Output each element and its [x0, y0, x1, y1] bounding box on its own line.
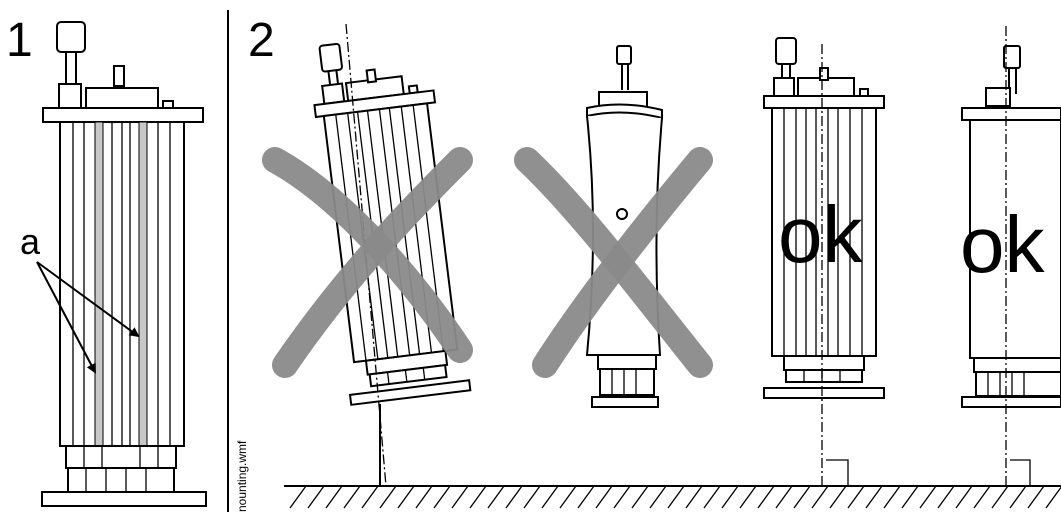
ground-hatch-line	[361, 485, 379, 509]
ground-hatch-line	[523, 485, 541, 509]
cross-mark-bent	[514, 147, 713, 378]
file-name-label: nounting.wmf	[235, 440, 249, 512]
ground-hatch-line	[1009, 485, 1027, 509]
ground-hatch-line	[451, 485, 469, 509]
ground-hatch-line	[397, 485, 415, 509]
ground-hatch-line	[847, 485, 865, 509]
ground-hatch-line	[577, 485, 595, 509]
panel-1-label: 1	[6, 14, 33, 67]
correct-cartridge-sleeve	[961, 45, 1061, 408]
ground-hatch-line	[505, 485, 523, 509]
cross-mark-tilted	[262, 147, 473, 378]
ground-hatch-line	[307, 485, 325, 509]
ground-hatch-line	[901, 485, 919, 509]
right-angle-marker-1	[826, 459, 849, 486]
ground-hatch-line	[595, 485, 613, 509]
ok-label-2: ok	[960, 200, 1045, 289]
ground-hatch-line	[649, 485, 667, 509]
ground-hatch-line	[541, 485, 559, 509]
ground-hatch-line	[343, 485, 361, 509]
ground-hatch-line	[1027, 485, 1045, 509]
ground-hatch-line	[865, 485, 883, 509]
panel-2-label: 2	[248, 14, 275, 67]
ground-hatch-line	[973, 485, 991, 509]
callout-a-arrow-right	[36, 261, 140, 338]
ground-hatch-line	[829, 485, 847, 509]
ground-hatch-line	[559, 485, 577, 509]
ground-hatch-line	[955, 485, 973, 509]
ground-hatch-line	[433, 485, 451, 509]
ground-hatch-line	[631, 485, 649, 509]
ground-hatch-line	[739, 485, 757, 509]
ok-label-1: ok	[778, 190, 863, 279]
ground-hatch-line	[667, 485, 685, 509]
ground-hatch-line	[289, 485, 307, 509]
ground-hatch-line	[757, 485, 775, 509]
ground-hatch-line	[469, 485, 487, 509]
callout-a-arrow-left	[36, 261, 96, 374]
ground-hatch-line	[991, 485, 1009, 509]
ground-hatch-line	[811, 485, 829, 509]
ground-floor	[284, 485, 1061, 509]
ground-hatch-line	[685, 485, 703, 509]
ground-hatch-line	[703, 485, 721, 509]
ground-hatch-line	[793, 485, 811, 509]
ground-hatch-line	[415, 485, 433, 509]
ground-hatch-line	[379, 485, 397, 509]
ground-hatch-line	[883, 485, 901, 509]
panel-1-cartridge	[41, 21, 207, 507]
ground-hatch-line	[721, 485, 739, 509]
callout-a-label: a	[20, 221, 41, 262]
ground-hatch-line	[613, 485, 631, 509]
right-angle-marker-2	[1010, 459, 1031, 486]
ground-hatch-line	[325, 485, 343, 509]
ground-hatch-line	[919, 485, 937, 509]
ground-hatch-line	[487, 485, 505, 509]
ground-hatch-line	[937, 485, 955, 509]
ground-hatch-line	[775, 485, 793, 509]
ground-hatch-line	[1045, 486, 1061, 509]
